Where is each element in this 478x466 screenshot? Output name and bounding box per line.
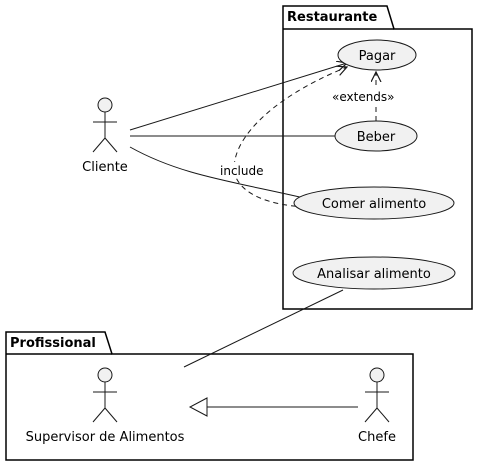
- assoc-cliente-pagar: [129, 63, 347, 131]
- association-lines: [129, 63, 347, 368]
- assoc-analisar-supervisor: [183, 289, 344, 368]
- usecase-beber-label: Beber: [357, 130, 396, 145]
- extends-relation: «extends»: [331, 72, 399, 121]
- usecase-beber[interactable]: Beber: [334, 120, 418, 152]
- usecase-analisar-label: Analisar alimento: [317, 267, 431, 282]
- actor-cliente[interactable]: Cliente: [82, 97, 128, 175]
- actor-supervisor-head: [97, 367, 113, 383]
- extends-label: «extends»: [332, 90, 395, 104]
- package-restaurante-title: Restaurante: [287, 10, 377, 25]
- actor-chefe[interactable]: Chefe: [358, 367, 396, 445]
- usecase-pagar[interactable]: Pagar: [337, 39, 417, 71]
- package-profissional: Profissional: [5, 331, 414, 461]
- actor-chefe-head: [369, 367, 385, 383]
- package-restaurante: Restaurante: [282, 5, 473, 310]
- actor-chefe-label: Chefe: [358, 430, 396, 445]
- usecase-comer[interactable]: Comer alimento: [293, 186, 455, 220]
- actor-supervisor[interactable]: Supervisor de Alimentos: [26, 367, 185, 445]
- assoc-cliente-comer: [129, 146, 305, 199]
- include-relation: include: [219, 67, 347, 208]
- usecase-comer-label: Comer alimento: [322, 197, 426, 212]
- generalization-chefe-supervisor: [188, 397, 358, 417]
- include-label: include: [220, 164, 263, 178]
- package-profissional-title: Profissional: [10, 336, 96, 351]
- usecase-analisar[interactable]: Analisar alimento: [292, 256, 456, 290]
- actor-supervisor-label: Supervisor de Alimentos: [26, 430, 185, 445]
- actor-cliente-label: Cliente: [82, 160, 128, 175]
- actor-cliente-head: [97, 97, 113, 113]
- usecase-pagar-label: Pagar: [359, 49, 396, 64]
